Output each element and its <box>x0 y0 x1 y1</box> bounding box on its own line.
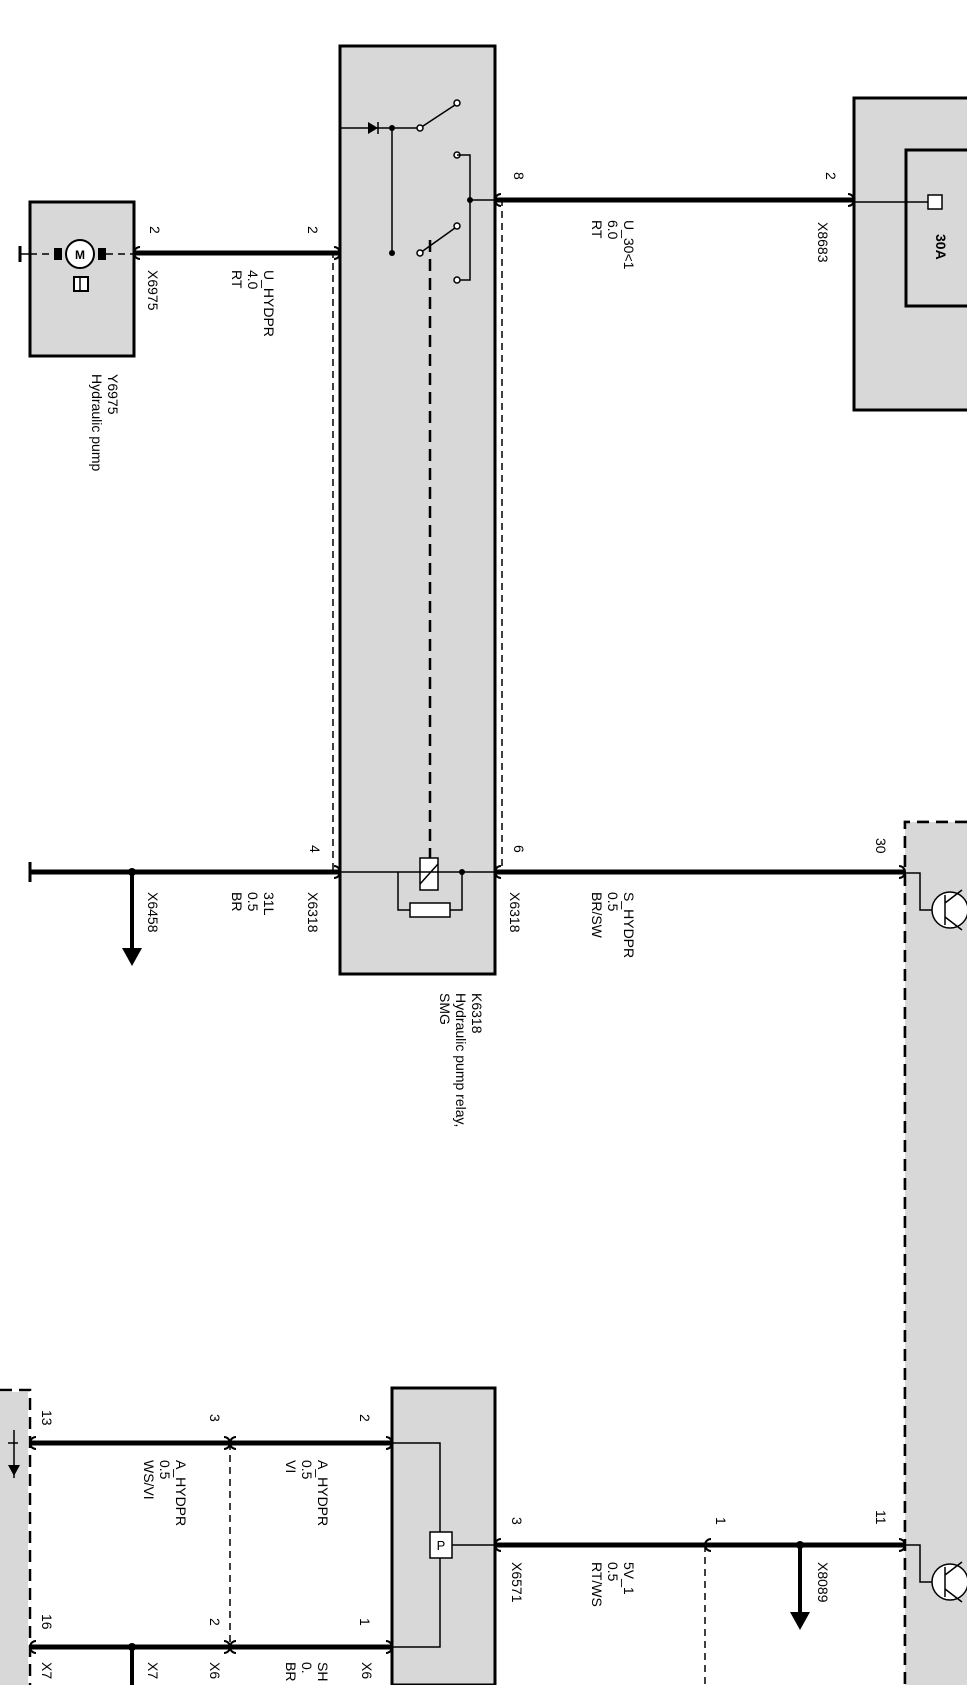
pin-label: 6 <box>511 845 527 853</box>
pin-label: 16 <box>39 1614 55 1630</box>
connector-label: X6318 <box>507 892 523 933</box>
wire-name: A_HYDPR <box>173 1460 189 1526</box>
wire-color: RT <box>589 220 605 239</box>
wire-name: U_30<1 <box>621 220 637 270</box>
wire-color: BR <box>283 1662 299 1681</box>
fuse-icon <box>854 194 943 210</box>
relay-dashed-outline <box>332 199 503 872</box>
motor-icon: M <box>54 239 106 292</box>
wire-color: VI <box>283 1460 299 1473</box>
transistor-icon-lower <box>905 1544 967 1603</box>
pin-label: 4 <box>307 845 323 853</box>
relay-switch-contacts <box>340 99 495 284</box>
connector-label: X6 <box>207 1662 223 1679</box>
wire-name: S_HYDPR <box>621 892 637 958</box>
wire-color: RT <box>229 270 245 289</box>
connector-label: X6 <box>359 1662 375 1679</box>
wire-name: U_HYDPR <box>261 270 277 337</box>
connector-label: X6318 <box>305 892 321 933</box>
x8089-branch-arrow <box>790 1541 810 1630</box>
connector-label: X6571 <box>509 1562 525 1603</box>
pump-name: Hydraulic pump <box>89 374 105 471</box>
wire-name: SH <box>315 1662 331 1681</box>
wire-gauge: 0.5 <box>245 892 261 912</box>
pump-ground-symbol <box>18 246 30 262</box>
connector-label: X7 <box>39 1662 55 1679</box>
pin-label: 3 <box>509 1517 525 1525</box>
relay-coil <box>340 857 495 918</box>
pin-markers <box>29 193 906 1654</box>
connector-label: X6975 <box>145 270 161 311</box>
pin-label: 2 <box>823 172 839 180</box>
wire-name: 5V_1 <box>621 1562 637 1595</box>
wire-gauge: 0. <box>299 1662 315 1674</box>
pin-label: 2 <box>147 226 163 234</box>
pin-label: 3 <box>207 1414 223 1422</box>
wire-color: BR/SW <box>589 892 605 939</box>
relay-name-line1: Hydraulic pump relay, <box>453 993 469 1127</box>
connector-label: X8089 <box>815 1562 831 1603</box>
transistor-icon-upper <box>905 872 967 931</box>
wire-gauge: 0.5 <box>605 1562 621 1582</box>
wire-gauge: 0.5 <box>299 1460 315 1480</box>
wire-color: RT/WS <box>589 1562 605 1607</box>
wire-gauge: 0.5 <box>157 1460 173 1480</box>
motor-symbol: M <box>75 248 85 262</box>
pin-label: 30 <box>873 838 889 854</box>
wire-color: BR <box>229 892 245 911</box>
pin-label: 2 <box>357 1414 373 1422</box>
ground-branch-arrow <box>122 868 142 966</box>
relay-id: K6318 <box>469 993 485 1034</box>
connector-label: X6458 <box>145 892 161 933</box>
wire-name: 31L <box>261 892 277 916</box>
pump-id: Y6975 <box>105 374 121 415</box>
pin-label: 11 <box>873 1510 889 1525</box>
pin-label: 1 <box>713 1517 729 1525</box>
wire-color: WS/VI <box>141 1460 157 1500</box>
lower-left-dashed-box <box>0 1388 32 1685</box>
ecu-fill <box>905 822 967 1685</box>
pressure-symbol: P <box>437 1538 446 1553</box>
connector-label: X7 <box>145 1662 161 1679</box>
wire-gauge: 6.0 <box>605 220 621 240</box>
pin-label: 2 <box>305 226 321 234</box>
relay-box <box>338 44 497 976</box>
fuse-box <box>904 148 967 308</box>
relay-name-line2: SMG <box>437 993 453 1025</box>
pin-label: 13 <box>39 1410 55 1426</box>
pin-label: 1 <box>357 1618 373 1626</box>
pin-label: 8 <box>511 172 527 180</box>
pin-label: 2 <box>207 1618 223 1626</box>
wire-gauge: 4.0 <box>245 270 261 290</box>
lower-branch-dot <box>128 1643 136 1685</box>
wire-gauge: 0.5 <box>605 892 621 912</box>
pressure-sensor-icon: P <box>382 1442 495 1648</box>
wire-name: A_HYDPR <box>315 1460 331 1526</box>
fuse-rating: 30A <box>933 234 949 260</box>
connector-label: X8683 <box>815 222 831 263</box>
